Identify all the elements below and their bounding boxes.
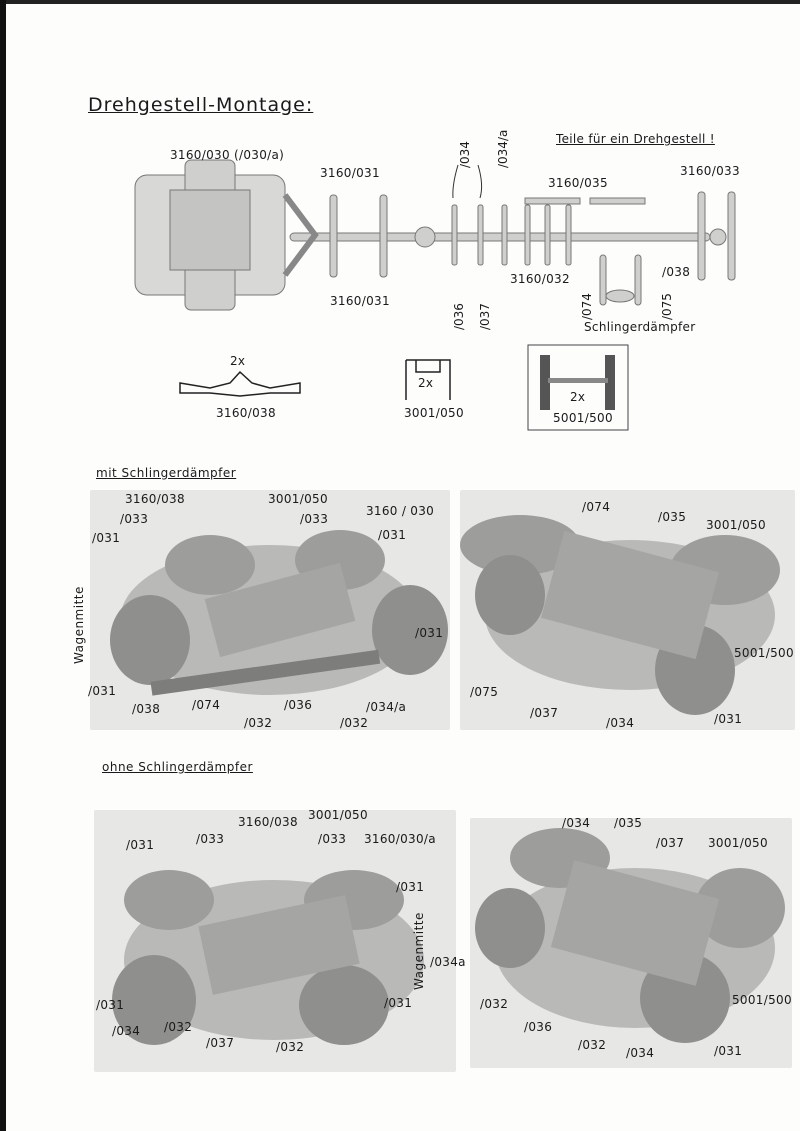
s2-r-036: /036	[524, 1020, 553, 1034]
part-500-count: 2x	[570, 390, 586, 404]
s1-r-075: /075	[470, 685, 499, 699]
s2-r-034a: /034a	[430, 955, 466, 969]
s2-l-034: /034	[112, 1024, 141, 1038]
s2-l-031d: /031	[384, 996, 413, 1010]
s1-l-033a: /033	[120, 512, 149, 526]
s2-l-3001: 3001/050	[308, 808, 368, 822]
s1-l-034a: /034/a	[366, 700, 407, 714]
s2-r-032a: /032	[480, 997, 509, 1011]
photo-bogie-with-damper-bottom	[460, 490, 795, 730]
label-075: /075	[660, 293, 674, 320]
label-schlingerdaempfer: Schlingerdämpfer	[584, 320, 696, 334]
label-038: /038	[662, 265, 691, 279]
label-wagenmitte-1: Wagenmitte	[72, 586, 86, 664]
part-500-label: 5001/500	[553, 411, 613, 425]
s2-r-037: /037	[656, 836, 685, 850]
s2-l-3160038: 3160/038	[238, 815, 298, 829]
label-036: /036	[452, 303, 466, 330]
s2-l-031c: /031	[96, 998, 125, 1012]
s2-r-032b: /032	[578, 1038, 607, 1052]
part-038-label: 3160/038	[216, 406, 276, 420]
s1-r-074: /074	[582, 500, 611, 514]
s2-l-031b: /031	[396, 880, 425, 894]
s2-r-5001: 5001/500	[732, 993, 792, 1007]
label-037: /037	[478, 303, 492, 330]
s1-l-031a: /031	[92, 531, 121, 545]
s2-l-032a: /032	[164, 1020, 193, 1034]
label-3160-030: 3160/030 (/030/a)	[170, 148, 285, 162]
s1-r-037: /037	[530, 706, 559, 720]
s1-l-032a: /032	[244, 716, 273, 730]
s2-l-033a: /033	[196, 832, 225, 846]
s1-l-3160: 3160 / 030	[366, 504, 435, 518]
part-038-count: 2x	[230, 354, 246, 368]
note-parts-per-bogie: Teile für ein Drehgestell !	[556, 132, 715, 146]
s1-l-032b: /032	[340, 716, 369, 730]
s1-l-038: 3160/038	[125, 492, 185, 506]
section-with-damper-heading: mit Schlingerdämpfer	[96, 466, 237, 480]
s1-l-036: /036	[284, 698, 313, 712]
part-050-label: 3001/050	[404, 406, 464, 420]
page-title: Drehgestell-Montage:	[88, 94, 314, 116]
label-3160-035: 3160/035	[548, 176, 608, 190]
s1-r-3001: 3001/050	[706, 518, 766, 532]
s1-l-038b: /038	[132, 702, 161, 716]
s2-r-031: /031	[714, 1044, 743, 1058]
s2-r-034: /034	[562, 816, 591, 830]
label-3160-032: 3160/032	[510, 272, 570, 286]
s2-r-035: /035	[614, 816, 643, 830]
s2-l-031a: /031	[126, 838, 155, 852]
label-3160-033: 3160/033	[680, 164, 740, 178]
label-3160-031-bottom: 3160/031	[330, 294, 390, 308]
photo-bogie-without-damper-top	[94, 810, 456, 1072]
s1-l-033b: /033	[300, 512, 329, 526]
scan-top-edge	[0, 0, 800, 4]
photo-bogie-with-damper-top	[90, 490, 450, 730]
section-without-damper-heading: ohne Schlingerdämpfer	[102, 760, 253, 774]
bogie-drawing-2	[460, 515, 780, 715]
s1-l-031b: /031	[378, 528, 407, 542]
s1-l-031d: /031	[88, 684, 117, 698]
bogie-drawing-1	[110, 530, 448, 696]
s2-r-3001: 3001/050	[708, 836, 768, 850]
s1-r-031: /031	[714, 712, 743, 726]
photo-bogie-without-damper-bottom	[470, 818, 792, 1068]
label-034: /034	[458, 141, 472, 168]
s1-l-074: /074	[192, 698, 221, 712]
s1-l-031c: /031	[415, 626, 444, 640]
sprue-drawing	[134, 159, 736, 431]
bogie-drawing-4	[475, 828, 785, 1043]
s2-r-034b: /034	[626, 1046, 655, 1060]
label-034a: /034/a	[496, 129, 510, 168]
s1-r-035: /035	[658, 510, 687, 524]
label-074: /074	[580, 293, 594, 320]
scan-left-edge	[0, 0, 6, 1131]
s2-l-032b: /032	[276, 1040, 305, 1054]
s2-l-033b: /033	[318, 832, 347, 846]
s1-r-034: /034	[606, 716, 635, 730]
part-050-count: 2x	[418, 376, 434, 390]
s1-l-3001: 3001/050	[268, 492, 328, 506]
s2-l-037: /037	[206, 1036, 235, 1050]
bogie-drawing-3	[112, 870, 424, 1045]
s1-r-5001: 5001/500	[734, 646, 794, 660]
label-3160-031-top: 3160/031	[320, 166, 380, 180]
label-wagenmitte-2: Wagenmitte	[412, 912, 426, 990]
s2-l-3160030a: 3160/030/a	[364, 832, 436, 846]
